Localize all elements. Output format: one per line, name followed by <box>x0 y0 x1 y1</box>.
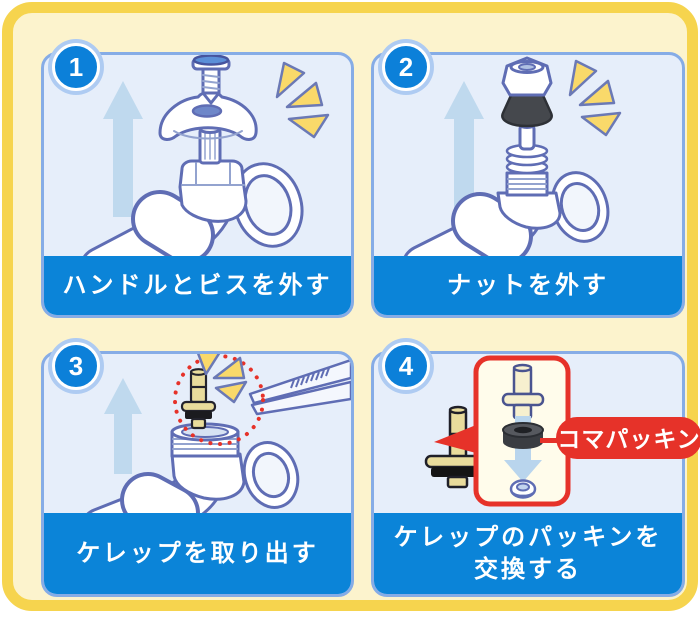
callout-wedge <box>434 425 476 453</box>
packing-replacement-drawing: コマパッキン <box>424 355 700 507</box>
step-3-caption: ケレップを取り出す <box>44 513 351 594</box>
step-1-illustration <box>44 55 351 259</box>
step-2-number-badge: 2 <box>382 43 430 91</box>
up-arrow-icon <box>104 378 142 474</box>
handle-hole <box>191 104 223 118</box>
kerep-removal-drawing <box>83 354 351 516</box>
nut-removal-drawing <box>402 56 622 259</box>
sparkle-icon <box>568 59 622 137</box>
step-number: 3 <box>68 350 84 381</box>
caption-text: ナットを外す <box>447 271 609 299</box>
step-panel-4: 4 <box>371 342 700 597</box>
step-4-caption: ケレップのパッキンを 交換する <box>374 513 682 594</box>
caption-text: ハンドルとビスを外す <box>62 271 333 299</box>
step-number: 4 <box>398 350 414 381</box>
caption-text-line-1: ケレップのパッキンを <box>393 524 663 552</box>
faucet-icon <box>83 422 300 516</box>
up-arrow-icon <box>444 81 484 217</box>
step-2-caption: ナットを外す <box>374 256 682 315</box>
kerep-icon <box>180 368 217 430</box>
faucet-handle-removal-drawing <box>81 55 330 259</box>
step-2-illustration <box>374 55 682 259</box>
step-number: 1 <box>68 51 84 82</box>
step-number: 2 <box>398 51 414 82</box>
sparkle-icon <box>196 354 248 404</box>
step-4-illustration: コマパッキン <box>374 354 700 516</box>
tweezers-icon <box>248 358 351 416</box>
faucet-icon <box>402 121 610 259</box>
step-panel-2: 2 <box>371 43 685 318</box>
step-1-caption: ハンドルとビスを外す <box>44 256 351 315</box>
step-3-number-badge: 3 <box>52 342 100 390</box>
koma-packing-label: コマパッキン <box>557 426 700 452</box>
caption-text: ケレップを取り出す <box>76 539 319 567</box>
up-arrow-icon <box>103 81 143 217</box>
screw-icon <box>191 55 231 105</box>
dotted-focus-circle-icon <box>173 354 265 446</box>
callout-connector-line <box>540 438 558 443</box>
small-nut-icon <box>509 479 537 499</box>
step-1-number-badge: 1 <box>52 43 100 91</box>
spring-icon <box>505 143 549 175</box>
step-4-number-badge: 4 <box>382 342 430 390</box>
kerep-exploded-icon <box>501 363 545 420</box>
faucet-icon <box>81 55 304 259</box>
koma-packing-ring-icon <box>502 422 544 449</box>
nut-icon <box>501 56 553 97</box>
koma-packing-callout: コマパッキン <box>556 417 700 459</box>
step-panel-1: 1 <box>41 43 354 318</box>
caption-text-line-2: 交換する <box>474 555 582 583</box>
sparkle-icon <box>275 61 330 139</box>
faucet-body <box>170 452 246 501</box>
faucet-body <box>178 159 248 223</box>
step-panel-3: 3 <box>41 342 354 597</box>
faucet-body <box>496 191 562 230</box>
step-3-illustration <box>44 354 351 516</box>
